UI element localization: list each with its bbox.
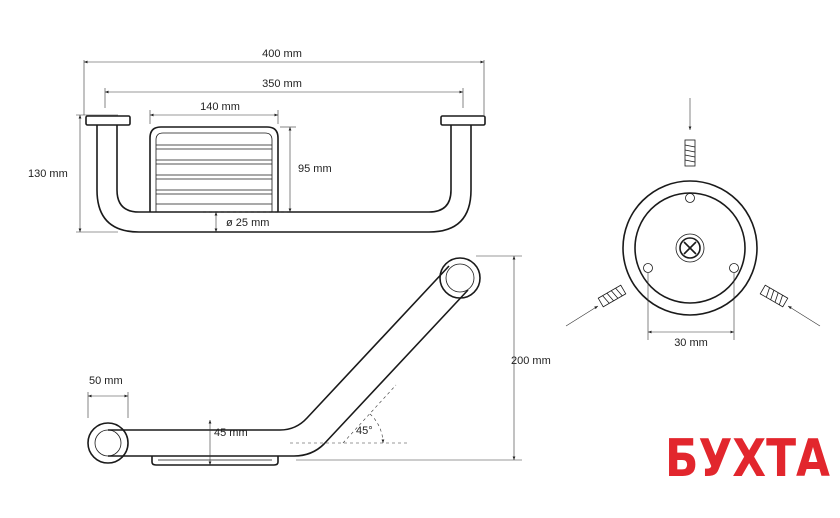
flange-outer-circle [622, 180, 758, 316]
grab-bar-outer [96, 125, 472, 233]
right-flange [440, 115, 486, 126]
angled-bar-upper-edge [108, 265, 450, 431]
side-view: 50 mm 45 mm 45° 200 mm [87, 255, 551, 466]
height-label: 130 mm [28, 168, 68, 180]
overall-width-label: 400 mm [262, 48, 302, 60]
top-view: 400 mm 350 mm 140 mm 130 mm [28, 48, 486, 233]
tube-diameter-label: ø 25 mm [226, 217, 269, 229]
screw-left [597, 284, 627, 308]
center-screw [679, 237, 701, 259]
screw-hole-right [729, 263, 739, 273]
flange-view: 30 mm [565, 98, 821, 349]
screw-top [684, 139, 696, 167]
screw-hole-top [685, 193, 695, 203]
angle-label: 45° [356, 425, 373, 437]
screw-spacing-label: 30 mm [674, 337, 708, 349]
angled-bar-lower-edge [108, 289, 469, 457]
rise-label: 200 mm [511, 355, 551, 367]
soap-basket [149, 126, 279, 212]
basket-side [151, 456, 279, 466]
depth-label: 50 mm [89, 375, 123, 387]
brand-logo: БУХТА [665, 429, 830, 489]
left-flange [85, 115, 131, 126]
flange-inner-circle [634, 192, 746, 304]
screw-hole-left [643, 263, 653, 273]
lower-flange [87, 422, 129, 464]
angle-arc [369, 413, 385, 444]
screw-right [759, 284, 789, 308]
basket-depth-label: 45 mm [214, 427, 248, 439]
mount-span-label: 350 mm [262, 78, 302, 90]
basket-height-label: 95 mm [298, 163, 332, 175]
basket-width-label: 140 mm [200, 101, 240, 113]
grab-bar-inner [116, 125, 452, 213]
